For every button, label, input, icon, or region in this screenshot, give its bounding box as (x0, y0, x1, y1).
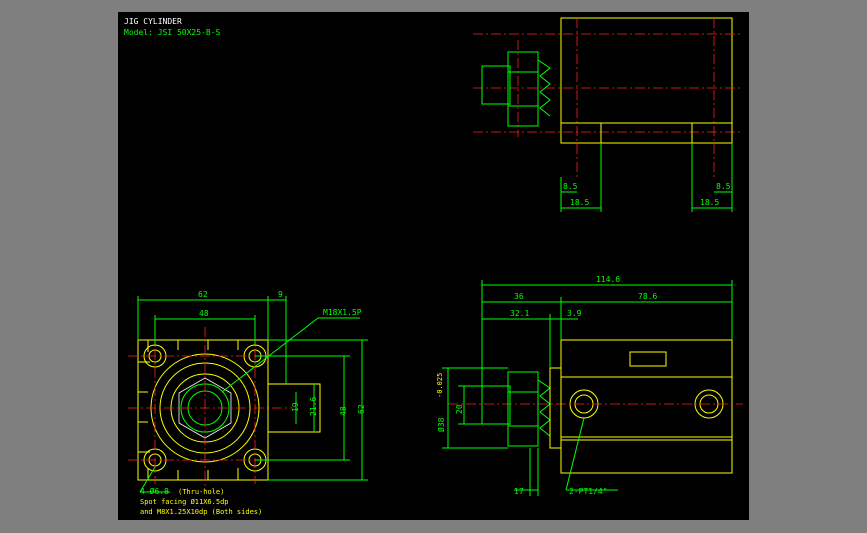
note-spot: Spot facing Ø11X6.5dp (140, 498, 229, 506)
hex-nut (507, 51, 539, 127)
dim-21-6: 21.6 (309, 397, 318, 416)
dim-38: Ø38 (436, 417, 446, 432)
dim-8-5-left: 8.5 (563, 182, 578, 191)
dim-38-tol: -0.025 (436, 373, 444, 398)
thread-label: M18X1.5P (323, 308, 362, 317)
dim-8-5-right: 8.5 (716, 182, 731, 191)
front-view: 62 9 48 M18X1.5P 19 21.6 48 62 4-Ø6.8 (T… (128, 290, 368, 516)
label-plate (629, 351, 667, 367)
dim-18-5-left: 18.5 (570, 198, 589, 207)
top-view-body (560, 17, 733, 124)
drawing-model: Model: JSI 50X25-B-S (124, 28, 221, 37)
dim-48-right: 48 (339, 406, 348, 416)
port-label: 2-PT1/4" (569, 487, 608, 496)
dim-19: 19 (291, 402, 300, 412)
rod-end (481, 65, 511, 105)
note-holes: 4-Ø6.8 (140, 486, 169, 496)
dim-20: 20 (455, 404, 464, 414)
dim-9: 9 (278, 290, 283, 299)
note-m8: and M8X1.25X10dp (Both sides) (140, 508, 262, 516)
dim-17: 17 (514, 487, 524, 496)
dim-36: 36 (514, 292, 524, 301)
drawing-title: JIG CYLINDER (124, 17, 182, 26)
dim-48-top: 48 (199, 309, 209, 318)
dim-114-6: 114.6 (596, 275, 620, 284)
cad-viewport[interactable]: JIG CYLINDER Model: JSI 50X25-B-S 8.5 8.… (118, 12, 749, 520)
hex-nut-side (507, 371, 539, 447)
dim-78-6: 78.6 (638, 292, 657, 301)
cad-drawing: JIG CYLINDER Model: JSI 50X25-B-S 8.5 8.… (124, 17, 743, 516)
dim-3-9: 3.9 (567, 309, 582, 318)
side-view: 114.6 36 78.6 32.1 3.9 20 Ø38 -0.025 17 … (436, 275, 743, 496)
dim-62-top: 62 (198, 290, 208, 299)
dim-18-5-right: 18.5 (700, 198, 719, 207)
dim-32-1: 32.1 (510, 309, 529, 318)
side-view-body (560, 339, 733, 474)
note-thru: (Thru-hole) (178, 488, 224, 496)
top-view: 8.5 8.5 18.5 18.5 (473, 17, 743, 212)
dim-62-right: 62 (357, 404, 366, 414)
